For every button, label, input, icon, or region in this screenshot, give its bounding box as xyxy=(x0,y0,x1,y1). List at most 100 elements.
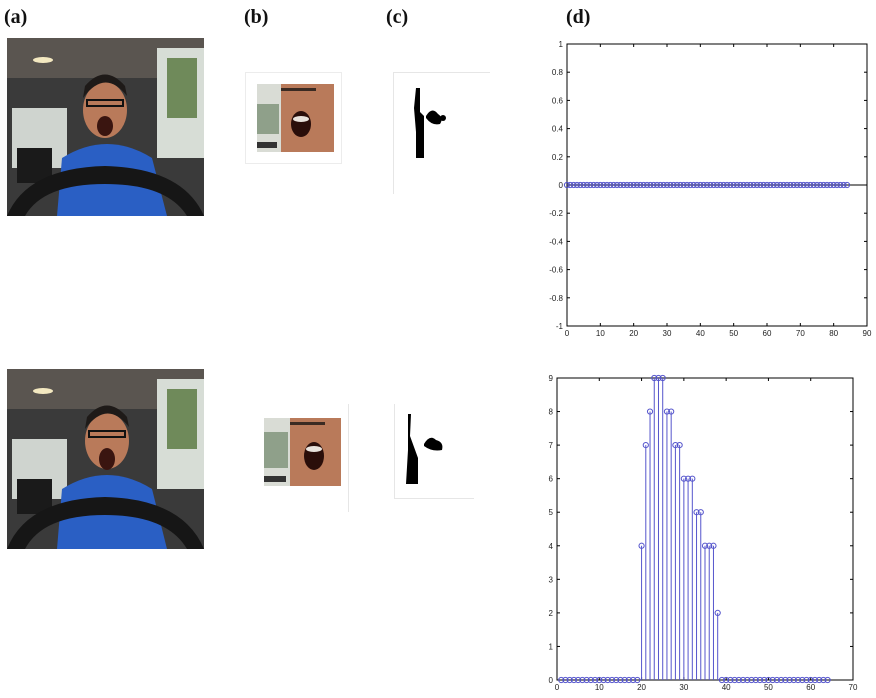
stem-marker xyxy=(761,676,768,684)
stem-marker xyxy=(717,181,724,189)
stem-marker xyxy=(680,181,687,189)
stem-marker xyxy=(714,609,721,616)
stem-marker xyxy=(777,181,784,189)
stem-marker xyxy=(613,181,621,189)
face-crop-top xyxy=(257,84,334,152)
stem-marker xyxy=(783,181,791,189)
stem-marker xyxy=(680,475,687,482)
stem-marker xyxy=(765,676,772,684)
stem-marker xyxy=(780,181,787,189)
stem-marker xyxy=(633,181,641,189)
y-tick-label: 6 xyxy=(549,475,554,484)
stem-marker xyxy=(672,442,679,449)
stem-marker xyxy=(747,181,754,189)
stem-marker xyxy=(575,676,582,684)
y-tick-label: 0.6 xyxy=(552,96,564,105)
y-tick-label: 0 xyxy=(559,181,564,190)
stem-marker xyxy=(651,374,658,382)
stem-marker xyxy=(583,181,591,189)
x-tick-label: 10 xyxy=(596,329,605,338)
stem-marker xyxy=(706,542,713,549)
stem-marker xyxy=(642,442,649,449)
stem-marker xyxy=(794,676,802,684)
stem-marker xyxy=(562,676,569,684)
driver-photo-top xyxy=(7,38,204,216)
mask-frame-top-border xyxy=(393,72,490,73)
y-tick-label: -0.6 xyxy=(549,266,563,275)
x-tick-label: 30 xyxy=(679,683,688,692)
y-tick-label: 4 xyxy=(549,542,554,551)
stem-marker xyxy=(723,676,730,684)
stem-marker xyxy=(830,181,837,189)
stem-marker xyxy=(627,181,634,189)
stem-marker xyxy=(667,181,674,189)
stem-marker xyxy=(577,181,584,189)
stem-marker xyxy=(773,676,780,684)
stem-marker xyxy=(816,676,823,684)
y-tick-label: -0.4 xyxy=(549,237,563,246)
stem-marker xyxy=(727,676,734,684)
stem-marker xyxy=(687,181,694,189)
face-crop-bottom xyxy=(264,418,341,486)
y-tick-label: 5 xyxy=(549,508,554,517)
x-tick-label: 30 xyxy=(663,329,672,338)
x-tick-label: 20 xyxy=(637,683,646,692)
stem-marker xyxy=(653,181,661,189)
stem-marker xyxy=(580,181,587,189)
face-crop-image xyxy=(264,418,341,486)
mask-frame-bottom-border xyxy=(394,498,474,499)
y-tick-label: 8 xyxy=(549,408,554,417)
stem-marker xyxy=(608,676,616,684)
stem-marker xyxy=(769,676,776,684)
stem-marker xyxy=(660,181,667,189)
stem-marker xyxy=(663,408,671,415)
y-tick-label: -1 xyxy=(556,322,564,331)
stem-marker xyxy=(743,181,751,189)
panel-label-d: (d) xyxy=(566,6,591,28)
y-tick-label: 0.2 xyxy=(552,153,564,162)
stem-marker xyxy=(823,181,831,189)
stem-marker xyxy=(697,181,704,189)
stem-marker xyxy=(744,676,751,684)
binary-mask-top xyxy=(414,88,446,158)
stem-marker xyxy=(613,676,620,684)
stem-marker xyxy=(790,181,797,189)
stem-marker xyxy=(630,181,637,189)
stem-marker xyxy=(811,676,819,684)
stem-marker xyxy=(707,181,714,189)
stem-marker xyxy=(623,181,631,189)
stem-marker xyxy=(583,676,590,684)
stem-marker xyxy=(670,181,677,189)
stem-marker xyxy=(763,181,771,189)
stem-marker xyxy=(673,181,681,189)
stem-marker xyxy=(767,181,774,189)
stem-marker xyxy=(600,181,607,189)
stem-marker xyxy=(799,676,806,684)
x-tick-label: 70 xyxy=(849,683,858,692)
stem-marker xyxy=(591,676,599,684)
x-tick-label: 10 xyxy=(595,683,604,692)
stem-marker xyxy=(733,181,741,189)
stem-marker xyxy=(786,676,793,684)
stem-marker xyxy=(643,181,651,189)
stem-marker xyxy=(617,676,624,684)
stem-marker xyxy=(837,181,844,189)
stem-marker xyxy=(750,181,757,189)
stem-marker xyxy=(820,676,827,684)
x-tick-label: 50 xyxy=(764,683,773,692)
panel-label-a: (a) xyxy=(4,6,28,28)
stem-marker xyxy=(634,676,641,684)
driver-image xyxy=(7,369,204,549)
stem-marker xyxy=(604,676,611,684)
x-tick-label: 40 xyxy=(696,329,705,338)
stem-marker xyxy=(640,181,647,189)
stem-marker xyxy=(650,181,657,189)
y-tick-label: 1 xyxy=(549,642,554,651)
stem-marker xyxy=(843,181,851,189)
stem-marker xyxy=(740,181,747,189)
stem-marker xyxy=(563,181,571,189)
x-tick-label: 70 xyxy=(796,329,805,338)
x-tick-label: 60 xyxy=(806,683,815,692)
stem-marker xyxy=(731,676,738,684)
